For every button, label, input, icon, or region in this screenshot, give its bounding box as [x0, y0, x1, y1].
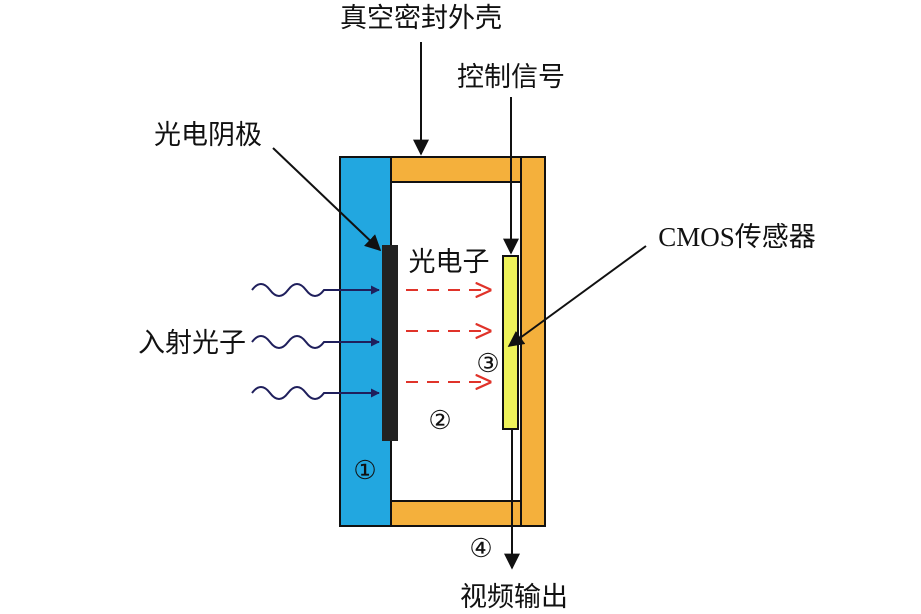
- cmos-sensor-label: CMOS传感器: [658, 222, 816, 252]
- shell-right-wall: [520, 156, 546, 527]
- cmos-sensor-pointer: [507, 245, 647, 347]
- photocathode-pointer: [272, 147, 382, 252]
- photon-wave-1: [251, 283, 380, 297]
- photocathode-label: 光电阴极: [154, 120, 262, 151]
- marker-window: ①: [353, 456, 376, 486]
- photon-wave-2: [251, 335, 380, 349]
- marker-output: ④: [469, 534, 492, 564]
- marker-cmos: ③: [476, 349, 499, 379]
- photon-wave-3: [251, 386, 380, 400]
- video-output-label: 视频输出: [460, 582, 568, 613]
- photocathode-layer: [382, 245, 398, 441]
- vacuum-shell-label: 真空密封外壳: [340, 3, 502, 34]
- incident-photon-label: 入射光子: [138, 328, 246, 359]
- shell-top-wall: [389, 156, 522, 183]
- photoelectron-label: 光电子: [409, 247, 490, 278]
- marker-vacuum-gap: ②: [428, 406, 451, 436]
- cmos-sensor-chip: [502, 255, 519, 430]
- shell-bottom-wall: [389, 500, 522, 527]
- control-signal-label: 控制信号: [457, 62, 565, 93]
